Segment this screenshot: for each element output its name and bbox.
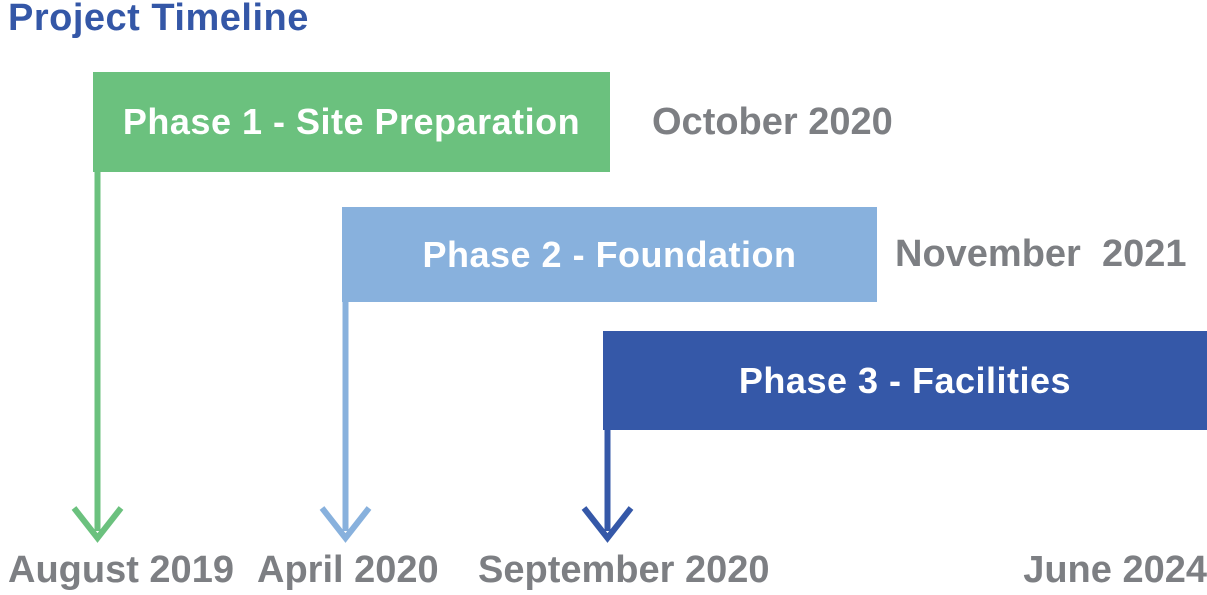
phase-2-bar: Phase 2 - Foundation	[342, 207, 877, 302]
phase-3-bar: Phase 3 - Facilities	[603, 331, 1207, 430]
phase-1-start-date: August 2019	[8, 549, 234, 591]
phase-3-label: Phase 3 - Facilities	[738, 359, 1072, 401]
phase-1-label: Phase 1 - Site Preparation	[122, 101, 581, 142]
phase-2-end-date: November 2021	[895, 233, 1187, 275]
phase-2-start-date: April 2020	[257, 549, 439, 591]
phase-1-end-date: October 2020	[652, 100, 893, 143]
phase-2-down-arrow-icon	[318, 301, 374, 545]
phase-1-bar: Phase 1 - Site Preparation	[93, 72, 610, 172]
phase-1-down-arrow-icon	[70, 171, 126, 545]
phase-3-down-arrow-icon	[580, 429, 636, 545]
phase-3-start-date: September 2020	[478, 549, 770, 591]
diagram-title: Project Timeline	[8, 0, 309, 39]
project-end-date: June 2024	[1023, 549, 1207, 591]
phase-2-label: Phase 2 - Foundation	[422, 233, 797, 275]
